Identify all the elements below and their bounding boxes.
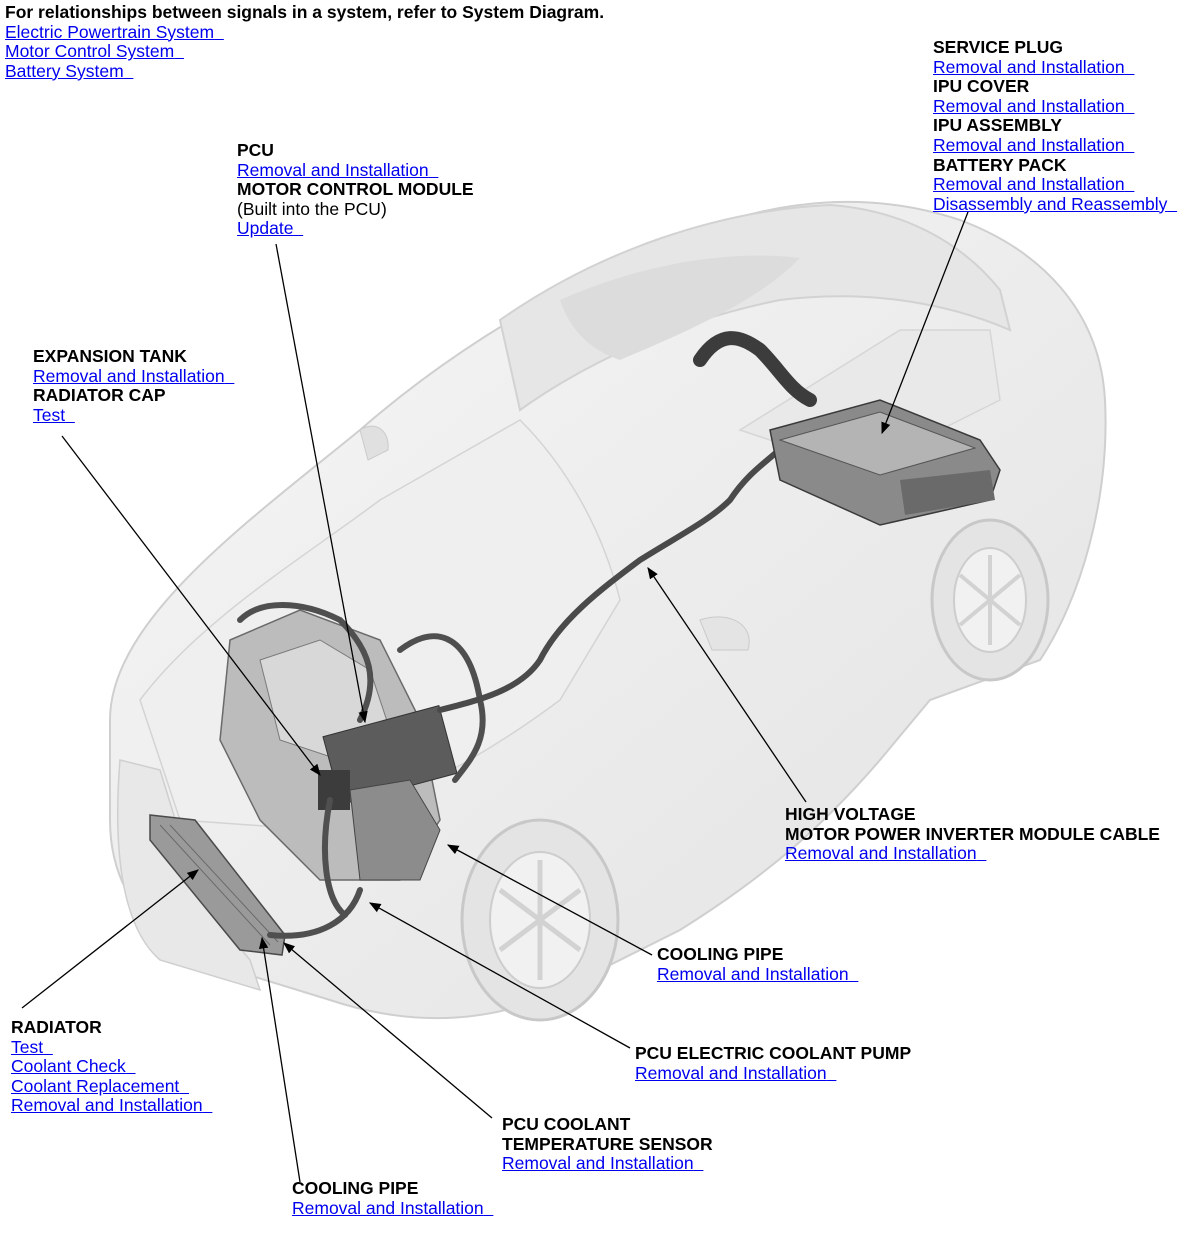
label-temperature-sensor: TEMPERATURE SENSOR — [502, 1133, 713, 1154]
link-expansion-tank-removal[interactable]: Removal and Installation — [33, 365, 225, 386]
label-battery-pack: BATTERY PACK — [933, 154, 1067, 175]
cooling-hoses — [237, 602, 486, 939]
leader-radiator — [21, 869, 199, 1009]
link-coolant-check[interactable]: Coolant Check — [11, 1056, 126, 1077]
header-block: For relationships between signals in a s… — [5, 2, 605, 81]
label-motor-power-inverter-module-cable: MOTOR POWER INVERTER MODULE CABLE — [785, 823, 1160, 844]
label-radiator-cap: RADIATOR CAP — [33, 385, 166, 406]
label-high-voltage: HIGH VOLTAGE — [785, 804, 916, 824]
leader-coolant-pump — [368, 902, 631, 1049]
link-hv-cable-removal[interactable]: Removal and Installation — [785, 843, 977, 864]
engine-pcu-cluster — [219, 609, 458, 881]
leader-expansion-tank — [61, 435, 321, 776]
label-pcu-coolant: PCU COOLANT — [502, 1114, 631, 1134]
label-ipu-assembly: IPU ASSEMBLY — [933, 115, 1063, 136]
ipu-battery-pack — [693, 331, 1001, 526]
link-radiator-removal[interactable]: Removal and Installation — [11, 1095, 203, 1116]
front-wheel — [460, 818, 620, 1022]
link-motor-control-system[interactable]: Motor Control System — [5, 41, 175, 62]
rear-wheel — [930, 518, 1050, 682]
label-pcu-electric-coolant-pump: PCU ELECTRIC COOLANT PUMP — [635, 1043, 912, 1063]
link-cooling-pipe-right-removal[interactable]: Removal and Installation — [657, 963, 849, 984]
callout-radiator: RADIATOR Test Coolant Check Coolant Repl… — [11, 1017, 212, 1116]
link-electric-powertrain-system[interactable]: Electric Powertrain System — [5, 21, 215, 42]
label-expansion-tank: EXPANSION TANK — [33, 346, 187, 366]
link-battery-pack-removal[interactable]: Removal and Installation — [933, 174, 1125, 195]
label-built-into-pcu: (Built into the PCU) — [237, 198, 387, 219]
radiator — [149, 814, 286, 956]
link-cooling-pipe-bottom-removal[interactable]: Removal and Installation — [292, 1197, 484, 1218]
leader-cooling-pipe-bottom — [258, 936, 301, 1183]
callout-pcu: PCU Removal and Installation MOTOR CONTR… — [237, 140, 474, 239]
callout-cooling-pipe-bottom: COOLING PIPE Removal and Installation — [292, 1178, 493, 1218]
callout-hv-cable: HIGH VOLTAGE MOTOR POWER INVERTER MODULE… — [785, 804, 1160, 864]
label-pcu: PCU — [237, 140, 274, 160]
label-cooling-pipe-bottom: COOLING PIPE — [292, 1178, 419, 1198]
callout-service-plug: SERVICE PLUG Removal and Installation IP… — [933, 37, 1177, 214]
label-service-plug: SERVICE PLUG — [933, 37, 1063, 57]
label-ipu-cover: IPU COVER — [933, 76, 1030, 97]
link-service-plug-removal[interactable]: Removal and Installation — [933, 56, 1125, 77]
callout-coolant-temp-sensor: PCU COOLANT TEMPERATURE SENSOR Removal a… — [502, 1114, 713, 1174]
link-coolant-replacement[interactable]: Coolant Replacement — [11, 1075, 180, 1096]
leader-cooling-pipe-right — [446, 844, 653, 956]
callout-cooling-pipe-right: COOLING PIPE Removal and Installation — [657, 944, 858, 984]
hv-cable — [437, 437, 793, 713]
label-motor-control-module: MOTOR CONTROL MODULE — [237, 179, 474, 200]
link-coolant-pump-removal[interactable]: Removal and Installation — [635, 1062, 827, 1083]
callout-coolant-pump: PCU ELECTRIC COOLANT PUMP Removal and In… — [635, 1043, 912, 1083]
link-ipu-assembly-removal[interactable]: Removal and Installation — [933, 134, 1125, 155]
link-coolant-temp-sensor-removal[interactable]: Removal and Installation — [502, 1153, 694, 1174]
leader-service-plug — [881, 211, 969, 435]
leader-hv-cable — [647, 567, 807, 803]
link-motor-control-module-update[interactable]: Update — [237, 218, 294, 239]
callout-expansion-tank: EXPANSION TANK Removal and Installation … — [33, 346, 234, 425]
link-ipu-cover-removal[interactable]: Removal and Installation — [933, 95, 1125, 116]
label-radiator: RADIATOR — [11, 1017, 102, 1037]
link-radiator-cap-test[interactable]: Test — [33, 404, 66, 425]
link-battery-system[interactable]: Battery System — [5, 60, 124, 81]
leader-lines — [21, 211, 969, 1183]
leader-pcu — [275, 243, 368, 724]
link-pcu-removal[interactable]: Removal and Installation — [237, 159, 429, 180]
header-note: For relationships between signals in a s… — [5, 2, 605, 22]
leader-coolant-temp-sensor — [283, 942, 493, 1119]
label-cooling-pipe-right: COOLING PIPE — [657, 944, 784, 964]
link-battery-pack-disassembly[interactable]: Disassembly and Reassembly — [933, 193, 1168, 214]
link-radiator-test[interactable]: Test — [11, 1036, 44, 1057]
